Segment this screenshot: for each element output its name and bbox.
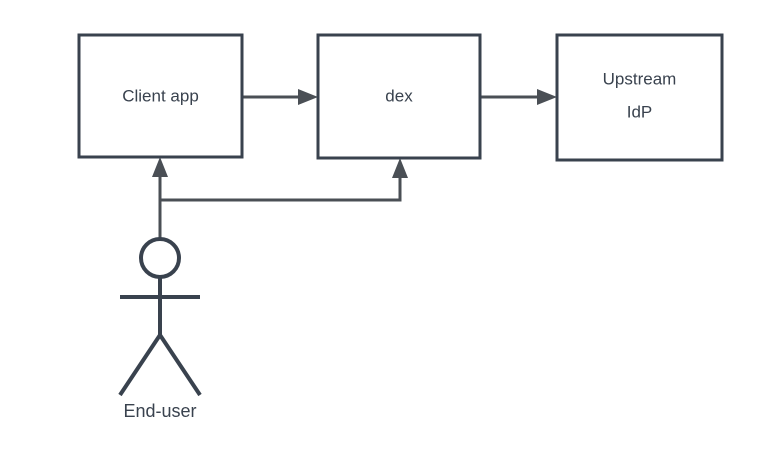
edge-end-user-to-client-app-arrowhead bbox=[152, 157, 168, 177]
edge-dex-to-upstream-idp-arrowhead bbox=[537, 89, 557, 105]
node-upstream-idp-box bbox=[555, 33, 724, 162]
node-client-app-label: Client app bbox=[122, 86, 199, 105]
node-dex-box bbox=[316, 33, 482, 160]
node-dex[interactable]: dex bbox=[316, 33, 482, 160]
actor-end-user-leg-right bbox=[158, 333, 202, 397]
node-client-app[interactable]: Client app bbox=[77, 33, 244, 159]
node-upstream-idp-label-line1: Upstream bbox=[603, 69, 677, 88]
node-client-app-box bbox=[77, 33, 244, 159]
actor-end-user[interactable]: End-user bbox=[118, 237, 202, 421]
node-upstream-idp[interactable]: Upstream IdP bbox=[555, 33, 724, 162]
edge-client-app-to-dex-arrowhead bbox=[298, 89, 318, 105]
node-dex-label: dex bbox=[385, 86, 413, 105]
actor-end-user-leg-left bbox=[118, 333, 162, 397]
node-upstream-idp-label-line2: IdP bbox=[627, 102, 653, 121]
edge-end-user-to-dex-line bbox=[161, 174, 402, 202]
actor-end-user-label: End-user bbox=[123, 401, 196, 421]
edge-client-app-to-dex[interactable] bbox=[242, 89, 318, 105]
edge-end-user-to-client-app[interactable] bbox=[152, 157, 168, 240]
edge-end-user-to-dex-arrowhead bbox=[392, 158, 408, 178]
edge-dex-to-upstream-idp[interactable] bbox=[480, 89, 557, 105]
actor-end-user-head-icon bbox=[139, 237, 181, 279]
edge-end-user-to-dex[interactable] bbox=[161, 158, 408, 202]
